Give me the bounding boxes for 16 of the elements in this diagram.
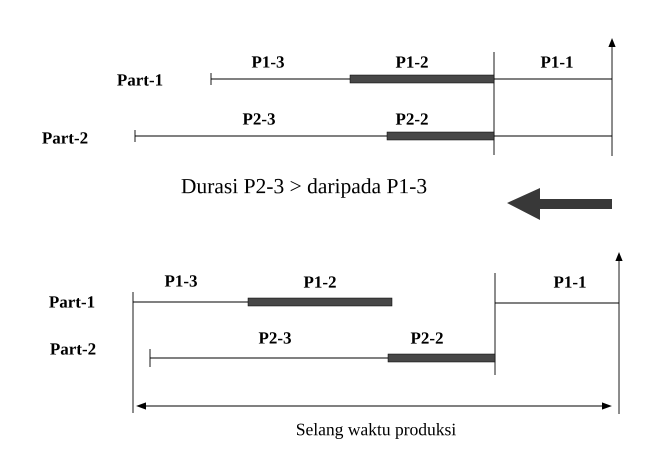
segment-label: P1-3: [252, 56, 284, 68]
segment-label: P1-1: [540, 56, 573, 68]
segment-label: P2-3: [258, 332, 291, 344]
note-text: Durasi P2-3 > daripada P1-3: [182, 178, 426, 198]
row-label: Part-2: [50, 343, 96, 355]
segment-label: P1-3: [164, 275, 197, 287]
row-label: Part-1: [49, 296, 94, 308]
row-label: Part-1: [117, 74, 162, 86]
segment-label: P1-2: [304, 276, 336, 288]
segment-label: P1-1: [554, 276, 586, 288]
segment-label: P2-2: [410, 332, 443, 344]
segment-label: P1-2: [396, 56, 428, 68]
row-label: Part-2: [42, 132, 88, 144]
segment-label: P2-3: [242, 113, 275, 125]
segment-label: P2-2: [396, 113, 428, 125]
dimension-label: Selang waktu produksi: [296, 423, 456, 439]
